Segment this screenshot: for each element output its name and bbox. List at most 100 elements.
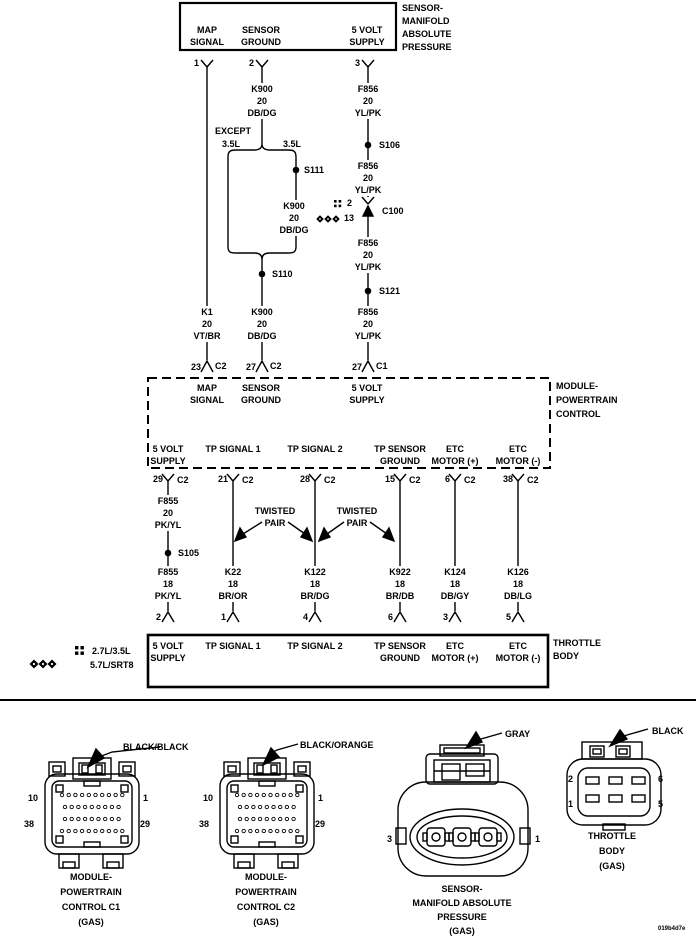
pcm-terminal-label: TP SIGNAL 2 bbox=[287, 444, 343, 454]
pin-number: 28 bbox=[299, 474, 310, 484]
connector-female-icon bbox=[361, 59, 375, 68]
connector-pin-number: 10 bbox=[27, 793, 38, 803]
connector-male-arrow-icon bbox=[361, 204, 375, 217]
connector-id: C2 bbox=[270, 361, 282, 371]
pointer-arrow-icon bbox=[86, 747, 106, 769]
connector-id: C2 bbox=[215, 361, 227, 371]
connector-pin-number: 3 bbox=[386, 834, 392, 844]
pin-number: 21 bbox=[217, 474, 228, 484]
connector-pin-number: 6 bbox=[658, 774, 664, 784]
connector-male-icon bbox=[361, 359, 375, 373]
twisted-pair-arrows bbox=[233, 521, 396, 543]
splice-s106-icon bbox=[364, 141, 372, 149]
pin-number: 3 bbox=[354, 58, 360, 68]
branch-split-brace bbox=[227, 143, 297, 158]
pin-number: 3 bbox=[442, 612, 448, 622]
hash-icon bbox=[334, 200, 342, 208]
connector-color-label: BLACK bbox=[652, 726, 684, 736]
pin-number: 6 bbox=[387, 612, 393, 622]
connector-pin-number: 38 bbox=[23, 819, 34, 829]
c100-label: C100 bbox=[382, 206, 404, 216]
connector-color-label: GRAY bbox=[505, 729, 531, 739]
connector-id: C2 bbox=[324, 475, 336, 485]
pcm-terminal-label: TP SIGNAL 1 bbox=[205, 444, 261, 454]
diamonds-icon bbox=[29, 659, 57, 669]
connector-id: C2 bbox=[527, 475, 539, 485]
connector-female-icon bbox=[255, 59, 269, 68]
branch-label-except-35l: 3.5L bbox=[221, 139, 241, 149]
pin-number: 4 bbox=[302, 612, 308, 622]
connector-female-icon bbox=[200, 59, 214, 68]
splice-label-s105: S105 bbox=[178, 548, 200, 558]
branch-label-except: EXCEPT bbox=[214, 126, 252, 136]
pin-number: 6 bbox=[444, 474, 450, 484]
pin-number: 15 bbox=[384, 474, 395, 484]
map-sensor-connector-drawing bbox=[395, 744, 531, 877]
pin-number: 1 bbox=[193, 58, 199, 68]
connector-id: C2 bbox=[242, 475, 254, 485]
c100-pin-bottom: 13 bbox=[344, 213, 355, 223]
connector-male-icon bbox=[255, 359, 269, 373]
branch-label-35l: 3.5L bbox=[282, 139, 302, 149]
pcm-c1-connector-drawing bbox=[44, 757, 140, 869]
connector-id: C2 bbox=[464, 475, 476, 485]
connector-pin-number: 29 bbox=[140, 819, 151, 829]
splice-s121-icon bbox=[364, 287, 372, 295]
branch-merge-brace bbox=[227, 246, 297, 260]
pin-number: 23 bbox=[190, 362, 201, 372]
connector-male-icon bbox=[200, 359, 214, 373]
connector-color-label: BLACK/BLACK bbox=[123, 742, 189, 752]
connector-pin-number: 38 bbox=[198, 819, 209, 829]
splice-label-s121: S121 bbox=[379, 286, 401, 296]
connector-pin-number: 1 bbox=[143, 793, 149, 803]
connector-id: C1 bbox=[376, 361, 388, 371]
hash-icon bbox=[75, 646, 84, 655]
pin-number: 2 bbox=[155, 612, 161, 622]
connector-color-label: BLACK/ORANGE bbox=[300, 740, 374, 750]
throttle-body-connector-drawing bbox=[566, 741, 662, 831]
splice-s110-icon bbox=[258, 270, 266, 278]
connector-caption: MODULE-POWERTRAIN CONTROL C1(GAS) bbox=[60, 872, 122, 927]
connector-id: C2 bbox=[409, 475, 421, 485]
pointer-arrow-icon bbox=[608, 728, 629, 748]
connector-pin-number: 10 bbox=[202, 793, 213, 803]
connector-pin-number: 1 bbox=[535, 834, 541, 844]
splice-s111-icon bbox=[292, 166, 300, 174]
splice-label-s110: S110 bbox=[272, 269, 293, 279]
connector-pin-number: 5 bbox=[658, 799, 664, 809]
pin-number: 27 bbox=[351, 362, 362, 372]
legend-hash-label: 2.7L/3.5L bbox=[92, 646, 131, 656]
connector-pin-number: 1 bbox=[567, 799, 573, 809]
throttle-terminal-label: TP SIGNAL 1 bbox=[205, 641, 261, 651]
connector-female-icon bbox=[361, 196, 375, 205]
